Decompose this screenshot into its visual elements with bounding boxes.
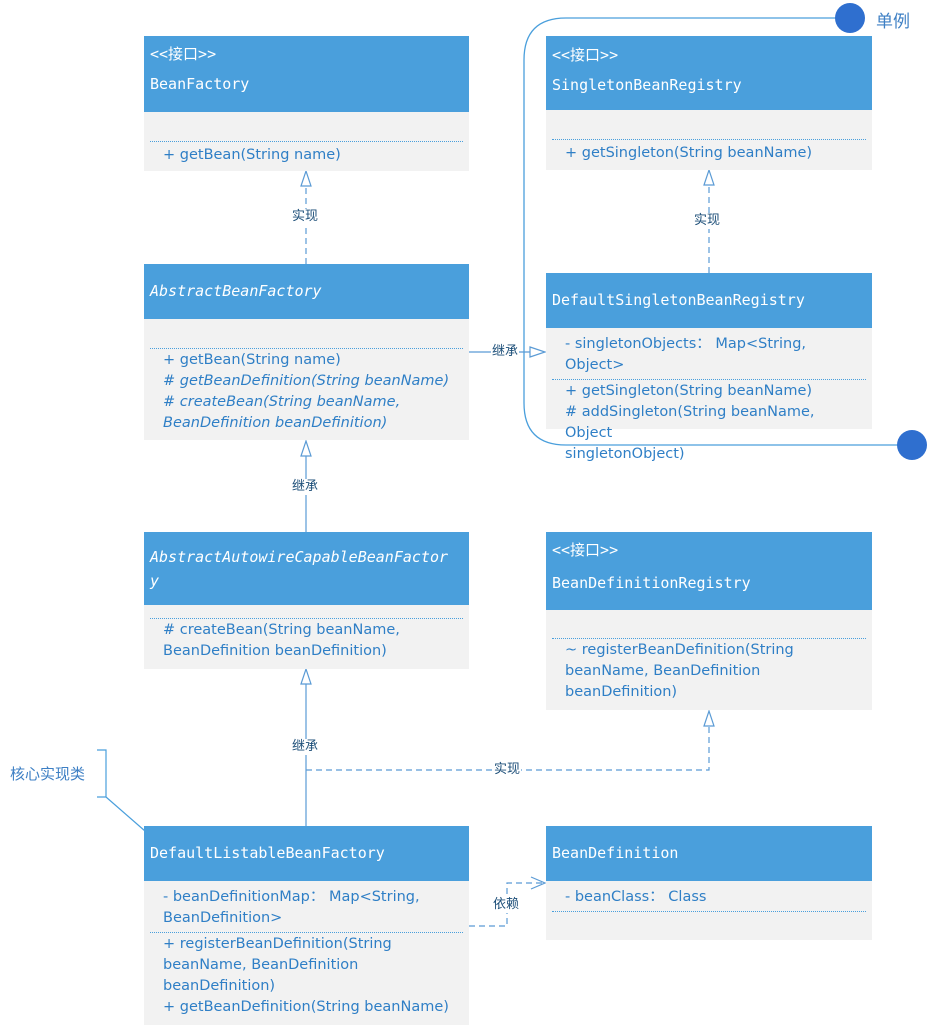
section-divider — [150, 141, 463, 142]
method-list: + getSingleton(String beanName) # addSin… — [546, 380, 872, 465]
method-item: beanName, BeanDefinition — [163, 957, 359, 973]
method-item: + getBean(String name) — [163, 147, 341, 163]
edge-label-abf-extends: 继承 — [291, 479, 320, 495]
class-name: AbstractBeanFactory — [150, 282, 322, 300]
edge-label-dsbr-impl: 实现 — [693, 213, 722, 229]
class-name: DefaultSingletonBeanRegistry — [552, 291, 805, 309]
section-divider — [150, 618, 463, 619]
class-bean-definition-registry[interactable]: <<接口>> BeanDefinitionRegistry ~ register… — [546, 532, 872, 710]
section-divider — [552, 379, 866, 380]
class-name: SingletonBeanRegistry — [552, 76, 742, 94]
singleton-marker-dot-top — [835, 3, 865, 33]
method-list: + getBean(String name) — [144, 142, 469, 166]
section-divider — [150, 932, 463, 933]
arrowhead-dlbf-depends — [530, 876, 547, 890]
edge-label-dlbf-impl: 实现 — [493, 762, 522, 778]
stereotype-label: <<接口>> — [552, 46, 619, 64]
class-name: BeanDefinitionRegistry — [552, 574, 751, 592]
arrowhead-abf-extends — [300, 439, 312, 457]
singleton-marker-dot-bottom — [897, 430, 927, 460]
attribute-list: - beanDefinitionMap： Map<String, BeanDef… — [144, 881, 469, 929]
method-item: ~ registerBeanDefinition(String — [565, 642, 794, 658]
class-singleton-bean-registry[interactable]: <<接口>> SingletonBeanRegistry + getSingle… — [546, 36, 872, 170]
arrowhead-aacbf-extends — [300, 667, 312, 685]
class-header: AbstractAutowireCapableBeanFactor y — [144, 532, 469, 605]
method-list: + registerBeanDefinition(String beanName… — [144, 933, 469, 1018]
method-list: # createBean(String beanName, BeanDefini… — [144, 619, 469, 662]
method-item: + getBeanDefinition(String beanName) — [163, 999, 449, 1015]
arrowhead-bf-impl — [300, 169, 312, 187]
singleton-group-outline — [523, 17, 912, 446]
class-header: AbstractBeanFactory — [144, 264, 469, 319]
method-item: + getSingleton(String beanName) — [565, 145, 813, 161]
method-item: singletonObject) — [565, 446, 685, 462]
method-item: + getSingleton(String beanName) — [565, 383, 813, 399]
arrowhead-dsbr-impl — [703, 168, 715, 186]
method-item: + getBean(String name) — [163, 352, 341, 368]
method-list: + getBean(String name) # getBeanDefiniti… — [144, 349, 469, 434]
section-divider — [552, 911, 866, 912]
class-header: DefaultSingletonBeanRegistry — [546, 273, 872, 328]
edge-label-bf-impl: 实现 — [291, 209, 320, 225]
attribute-list: - singletonObjects： Map<String, Object> — [546, 328, 872, 376]
method-item: # getBeanDefinition(String beanName) — [163, 373, 450, 389]
class-name: BeanDefinition — [552, 844, 679, 862]
method-list: ~ registerBeanDefinition(String beanName… — [546, 639, 872, 703]
method-item: beanDefinition) — [565, 684, 678, 700]
edge-dlbf-impl — [306, 726, 710, 771]
class-abstract-bean-factory[interactable]: AbstractBeanFactory + getBean(String nam… — [144, 264, 469, 440]
stereotype-label: <<接口>> — [150, 45, 217, 63]
class-header: <<接口>> BeanFactory — [144, 36, 469, 112]
attribute-item: - beanDefinitionMap： Map<String, — [163, 889, 420, 905]
method-item: + registerBeanDefinition(String — [163, 936, 392, 952]
class-abstract-autowire-capable-bean-factory[interactable]: AbstractAutowireCapableBeanFactor y # cr… — [144, 532, 469, 669]
edge-label-abf-dsbr-extends: 继承 — [491, 344, 520, 360]
attribute-item: - singletonObjects： Map<String, Object> — [565, 336, 807, 373]
method-item: # createBean(String beanName, — [163, 394, 401, 410]
section-divider — [552, 638, 866, 639]
edge-label-dlbf-depends: 依赖 — [492, 897, 521, 913]
method-item: # createBean(String beanName, — [163, 622, 400, 638]
attribute-item: - beanClass： Class — [565, 889, 707, 905]
class-bean-factory[interactable]: <<接口>> BeanFactory + getBean(String name… — [144, 36, 469, 171]
attribute-item: BeanDefinition> — [163, 910, 283, 926]
method-item: BeanDefinition beanDefinition) — [163, 643, 387, 659]
class-name: DefaultListableBeanFactory — [150, 844, 385, 862]
method-list: + getSingleton(String beanName) — [546, 140, 872, 164]
edge-label-aacbf-extends: 继承 — [291, 739, 320, 755]
class-header: DefaultListableBeanFactory — [144, 826, 469, 881]
attribute-list: - beanClass： Class — [546, 881, 872, 908]
singleton-note: 单例 — [876, 12, 910, 32]
arrowhead-abf-dsbr-extends — [529, 346, 547, 358]
class-header: <<接口>> SingletonBeanRegistry — [546, 36, 872, 110]
class-default-singleton-bean-registry[interactable]: DefaultSingletonBeanRegistry - singleton… — [546, 273, 872, 462]
class-name: BeanFactory — [150, 75, 250, 93]
class-bean-definition[interactable]: BeanDefinition - beanClass： Class — [546, 826, 872, 940]
method-item: beanName, BeanDefinition — [565, 663, 761, 679]
class-header: BeanDefinition — [546, 826, 872, 881]
method-item: BeanDefinition beanDefinition) — [163, 415, 388, 431]
stereotype-label: <<接口>> — [552, 541, 619, 559]
method-item: beanDefinition) — [163, 978, 276, 994]
class-default-listable-bean-factory[interactable]: DefaultListableBeanFactory - beanDefinit… — [144, 826, 469, 1025]
core-note-bracket — [97, 749, 146, 832]
core-implementation-note: 核心实现类 — [10, 765, 86, 783]
class-header: <<接口>> BeanDefinitionRegistry — [546, 532, 872, 610]
method-item: # addSingleton(String beanName, Object — [565, 404, 815, 441]
arrowhead-dlbf-impl — [703, 709, 715, 727]
class-name-line-1: AbstractAutowireCapableBeanFactor — [150, 548, 449, 566]
section-divider — [150, 348, 463, 349]
section-divider — [552, 139, 866, 140]
class-name-line-2: y — [150, 572, 160, 590]
